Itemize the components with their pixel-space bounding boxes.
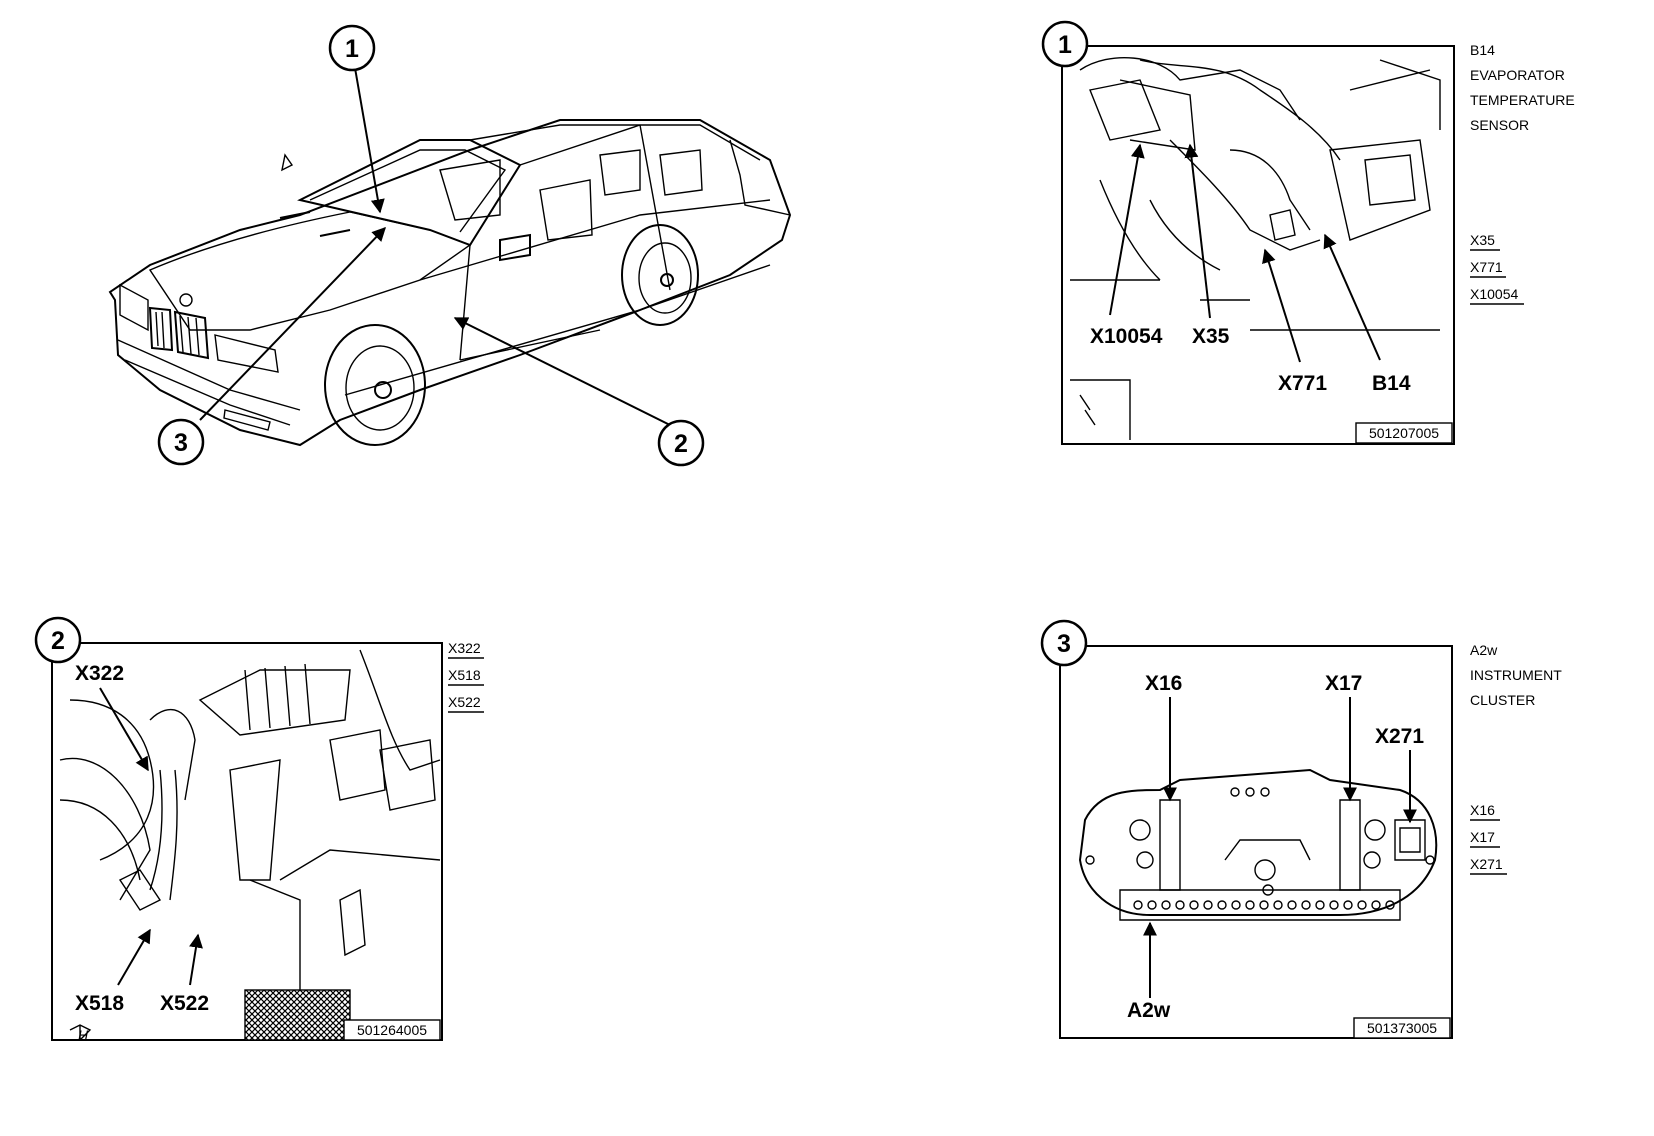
panel-2-frame (51, 642, 443, 1041)
label-a2w: A2w (1127, 999, 1171, 1022)
callout-1-leader (354, 67, 385, 214)
arrow-x322 (99, 687, 149, 772)
svg-text:A2w: A2w (1470, 642, 1498, 658)
svg-text:B14: B14 (1470, 42, 1495, 58)
svg-text:X518: X518 (448, 667, 481, 683)
car-overview-illustration (108, 119, 792, 447)
svg-text:SENSOR: SENSOR (1470, 117, 1529, 133)
panel-2-badge: 2 (34, 616, 82, 664)
svg-text:X10054: X10054 (1470, 286, 1518, 302)
label-x271: X271 (1375, 725, 1424, 748)
panel-1-figure-number: 501207005 (1369, 425, 1439, 441)
panel-1-connector-list: X35 X771 X10054 (1470, 232, 1524, 305)
svg-text:3: 3 (174, 429, 188, 457)
svg-text:X16: X16 (1470, 802, 1495, 818)
svg-text:2: 2 (674, 430, 688, 458)
svg-text:2: 2 (51, 627, 65, 655)
callout-1-badge: 1 (328, 24, 376, 72)
arrow-x10054 (1109, 143, 1145, 316)
panel-1-frame (1061, 45, 1455, 445)
label-x322: X322 (75, 662, 124, 685)
svg-text:X35: X35 (1470, 232, 1495, 248)
svg-text:EVAPORATOR: EVAPORATOR (1470, 67, 1565, 83)
svg-text:X522: X522 (448, 694, 481, 710)
callout-2-leader (453, 317, 681, 431)
label-x518: X518 (75, 992, 124, 1015)
arrow-x522 (189, 933, 203, 986)
cluster-outline (1078, 768, 1438, 916)
panel-2-footwell-connectors: X322 X518 X522 H 501264005 2 (34, 616, 443, 1043)
svg-text:TEMPERATURE: TEMPERATURE (1470, 92, 1575, 108)
svg-text:3: 3 (1057, 630, 1071, 658)
label-x10054: X10054 (1090, 325, 1163, 348)
panel-3-figure-number: 501373005 (1367, 1020, 1437, 1036)
cluster-pin-row (1133, 900, 1395, 910)
panel-3-instrument-cluster: X16 X17 X271 A2w 501373005 3 (1040, 619, 1453, 1039)
svg-text:1: 1 (345, 35, 359, 63)
svg-text:INSTRUMENT: INSTRUMENT (1470, 667, 1562, 683)
panel-3-side-title: A2w INSTRUMENT CLUSTER (1470, 642, 1562, 708)
svg-text:X271: X271 (1470, 856, 1503, 872)
arrow-x518 (117, 928, 151, 986)
callout-3-badge: 3 (157, 418, 205, 466)
arrow-b14 (1323, 233, 1381, 361)
panel-3-frame (1059, 645, 1453, 1039)
arrow-x35 (1184, 143, 1211, 319)
callout-3-leader (199, 226, 386, 421)
label-x16: X16 (1145, 672, 1182, 695)
panel-2-figure-number: 501264005 (357, 1022, 427, 1038)
svg-text:CLUSTER: CLUSTER (1470, 692, 1535, 708)
panel-1-side-title: B14 EVAPORATOR TEMPERATURE SENSOR (1470, 42, 1575, 133)
arrow-x771 (1262, 248, 1301, 363)
label-x522: X522 (160, 992, 209, 1015)
label-x35: X35 (1192, 325, 1230, 348)
callout-2-badge: 2 (657, 419, 705, 467)
panel-1-evaporator-sensor: X10054 X35 X771 B14 501207005 1 (1041, 20, 1455, 445)
panel-1-badge: 1 (1041, 20, 1089, 68)
panel-2-connector-list: X322 X518 X522 (448, 640, 484, 713)
panel-3-badge: 3 (1040, 619, 1088, 667)
svg-text:1: 1 (1058, 31, 1072, 59)
label-b14: B14 (1372, 372, 1411, 395)
panel-3-connector-list: X16 X17 X271 (1470, 802, 1507, 875)
svg-text:X322: X322 (448, 640, 481, 656)
label-x771: X771 (1278, 372, 1327, 395)
svg-text:X17: X17 (1470, 829, 1495, 845)
svg-text:X771: X771 (1470, 259, 1503, 275)
sketch-mark: H (78, 1027, 89, 1043)
label-x17: X17 (1325, 672, 1362, 695)
pedal-pad (244, 989, 351, 1041)
